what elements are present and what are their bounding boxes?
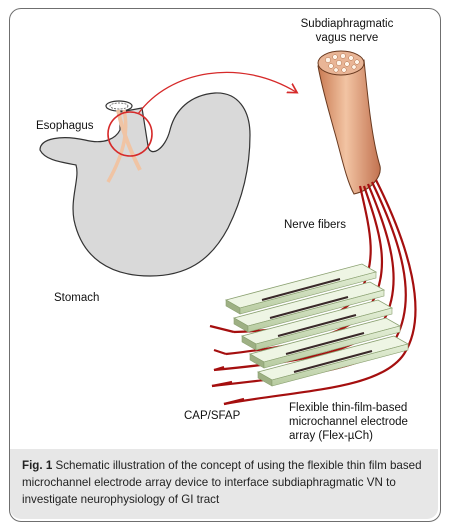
label-subdiaphragmatic-line2: vagus nerve bbox=[315, 32, 379, 44]
label-flex-line2: microchannel electrode bbox=[289, 416, 408, 428]
label-cap-sfap: CAP/SFAP bbox=[184, 410, 241, 422]
electrode-array bbox=[224, 263, 410, 387]
stomach-nerve-strand bbox=[106, 109, 128, 183]
label-flex-array: Flexible thin-film-based microchannel el… bbox=[289, 401, 429, 443]
highlight-circle bbox=[107, 111, 153, 157]
figure-caption: Fig. 1 Schematic illustration of the con… bbox=[22, 457, 430, 508]
electrode-plate bbox=[224, 263, 378, 315]
caption-prefix: Fig. 1 bbox=[22, 459, 53, 472]
caption-box bbox=[10, 449, 438, 519]
label-esophagus: Esophagus bbox=[36, 120, 94, 132]
label-flex-line1: Flexible thin-film-based bbox=[289, 402, 408, 414]
fiber-tails bbox=[209, 324, 245, 406]
label-flex-line3: array (Flex-µCh) bbox=[289, 430, 373, 442]
electrode-plate bbox=[256, 335, 410, 387]
label-stomach: Stomach bbox=[54, 292, 100, 304]
nerve-fascicles bbox=[325, 53, 360, 73]
label-nerve-fibers: Nerve fibers bbox=[284, 219, 346, 231]
caption-text: Schematic illustration of the concept of… bbox=[22, 459, 422, 506]
zoom-arrow bbox=[137, 71, 296, 115]
label-subdiaphragmatic-line1: Subdiaphragmatic bbox=[300, 18, 394, 30]
vagus-nerve-body bbox=[317, 59, 381, 195]
label-subdiaphragmatic: Subdiaphragmatic vagus nerve bbox=[292, 17, 402, 45]
electrode-plate bbox=[240, 299, 394, 351]
electrode-plate bbox=[232, 281, 386, 333]
electrode-plate bbox=[248, 317, 402, 369]
stomach-shape bbox=[39, 92, 251, 277]
